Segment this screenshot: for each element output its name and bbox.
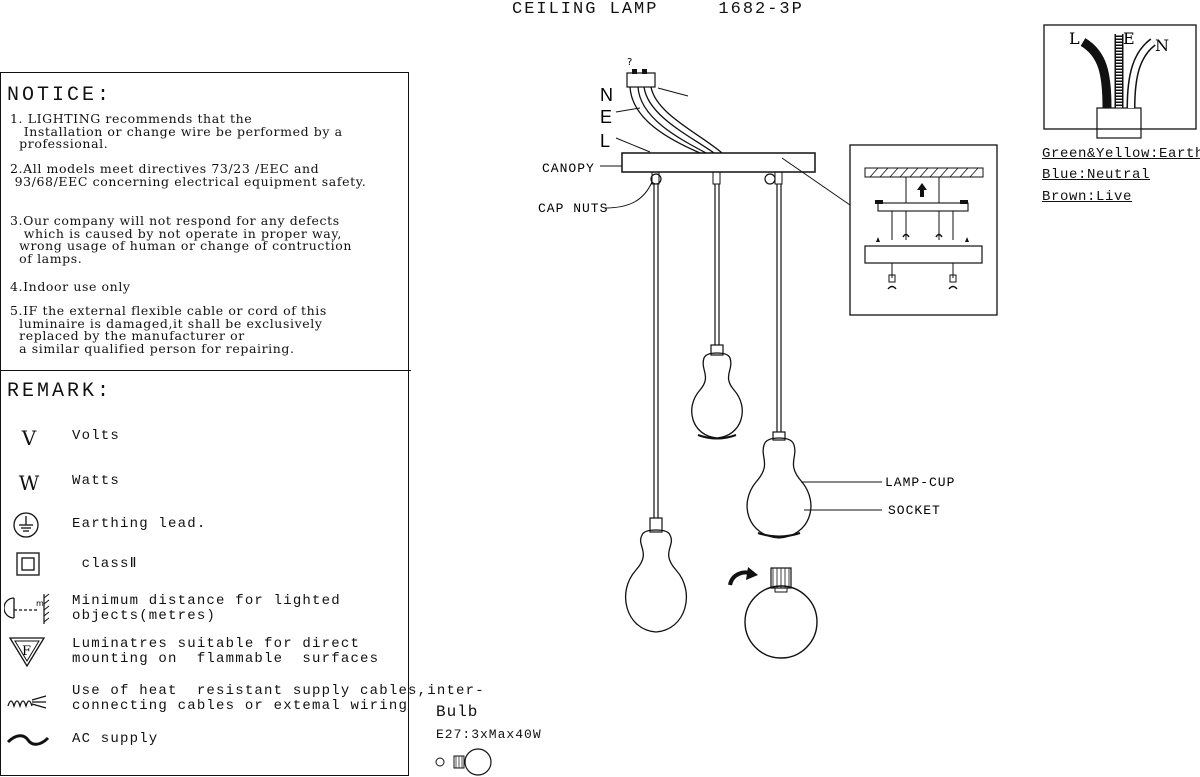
watts-icon: W bbox=[18, 471, 40, 495]
remark-label-class-ii: classⅡ bbox=[72, 556, 138, 572]
heat-cable-icon bbox=[7, 695, 47, 709]
bulb-spec: E27:3xMax40W bbox=[436, 727, 542, 742]
legend-live: Brown:Live bbox=[1042, 189, 1133, 205]
cap-nut-2 bbox=[764, 173, 776, 185]
notice-item-3: 3.Our company will not respond for any d… bbox=[10, 213, 352, 266]
product-name: CEILING LAMP bbox=[512, 0, 659, 19]
wiring-letter-l: L bbox=[1069, 29, 1080, 48]
mounting-detail-box bbox=[849, 144, 998, 316]
small-bulb-icon bbox=[435, 748, 492, 776]
remark-label-flammable: Luminatres suitable for direct mounting … bbox=[72, 636, 380, 667]
legend-neutral: Blue:Neutral bbox=[1042, 167, 1151, 183]
wire-earth bbox=[643, 86, 715, 154]
remark-divider bbox=[0, 370, 411, 371]
model-number: 1682-3P bbox=[718, 0, 804, 19]
replacement-bulb bbox=[744, 585, 818, 659]
flammable-surface-icon: F bbox=[9, 637, 45, 668]
wire-label-n: N bbox=[600, 85, 613, 105]
lamp-cup-right bbox=[746, 437, 812, 539]
volts-icon: V bbox=[21, 426, 37, 450]
lamp-assembly-diagram: ? bbox=[538, 57, 998, 659]
wiring-letter-e: E bbox=[1123, 29, 1135, 48]
canopy-label: CANOPY bbox=[542, 161, 595, 176]
min-distance-icon: m bbox=[4, 593, 50, 624]
wire-label-l: L bbox=[600, 131, 610, 151]
remark-label-min-distance: Minimum distance for lighted objects(met… bbox=[72, 593, 341, 624]
lamp-cup-label: LAMP-CUP bbox=[885, 475, 955, 490]
earth-icon bbox=[13, 512, 39, 538]
wiring-letter-n: N bbox=[1155, 36, 1169, 55]
svg-text:m: m bbox=[36, 599, 44, 608]
notice-item-1: 1. LIGHTING recommends that the Installa… bbox=[10, 111, 343, 152]
wiring-color-diagram: L E N bbox=[1043, 24, 1197, 139]
class-ii-icon bbox=[16, 552, 40, 576]
lamp-cup-left bbox=[625, 529, 687, 633]
notice-heading: NOTICE: bbox=[7, 84, 113, 107]
canopy bbox=[621, 152, 816, 173]
remark-label-watts: Watts bbox=[72, 473, 121, 489]
cap-nuts-label: CAP NUTS bbox=[538, 201, 608, 216]
flammable-f-letter: F bbox=[22, 644, 31, 659]
top-mark: ? bbox=[627, 57, 632, 68]
terminal-block bbox=[626, 72, 656, 88]
notice-item-2: 2.All models meet directives 73/23 /EEC … bbox=[10, 161, 367, 189]
lamp-cup-middle bbox=[691, 352, 743, 439]
legend-earth: Green&Yellow:Earth bbox=[1042, 146, 1200, 162]
socket-label: SOCKET bbox=[888, 503, 941, 518]
page-title: CEILING LAMP 1682-3P bbox=[512, 0, 864, 19]
remark-label-earth: Earthing lead. bbox=[72, 516, 207, 532]
notice-panel bbox=[0, 72, 409, 776]
remark-label-volts: Volts bbox=[72, 428, 121, 444]
notice-item-5: 5.IF the external flexible cable or cord… bbox=[10, 303, 327, 356]
remark-label-heat-cable: Use of heat resistant supply cables,inte… bbox=[72, 683, 485, 714]
notice-item-4: 4.Indoor use only bbox=[10, 279, 131, 294]
wire-live bbox=[629, 86, 701, 154]
remark-label-ac: AC supply bbox=[72, 731, 159, 747]
wire-label-e: E bbox=[600, 107, 612, 127]
bulb-title: Bulb bbox=[436, 703, 479, 721]
remark-heading: REMARK: bbox=[7, 380, 113, 403]
ac-supply-icon bbox=[6, 734, 50, 746]
